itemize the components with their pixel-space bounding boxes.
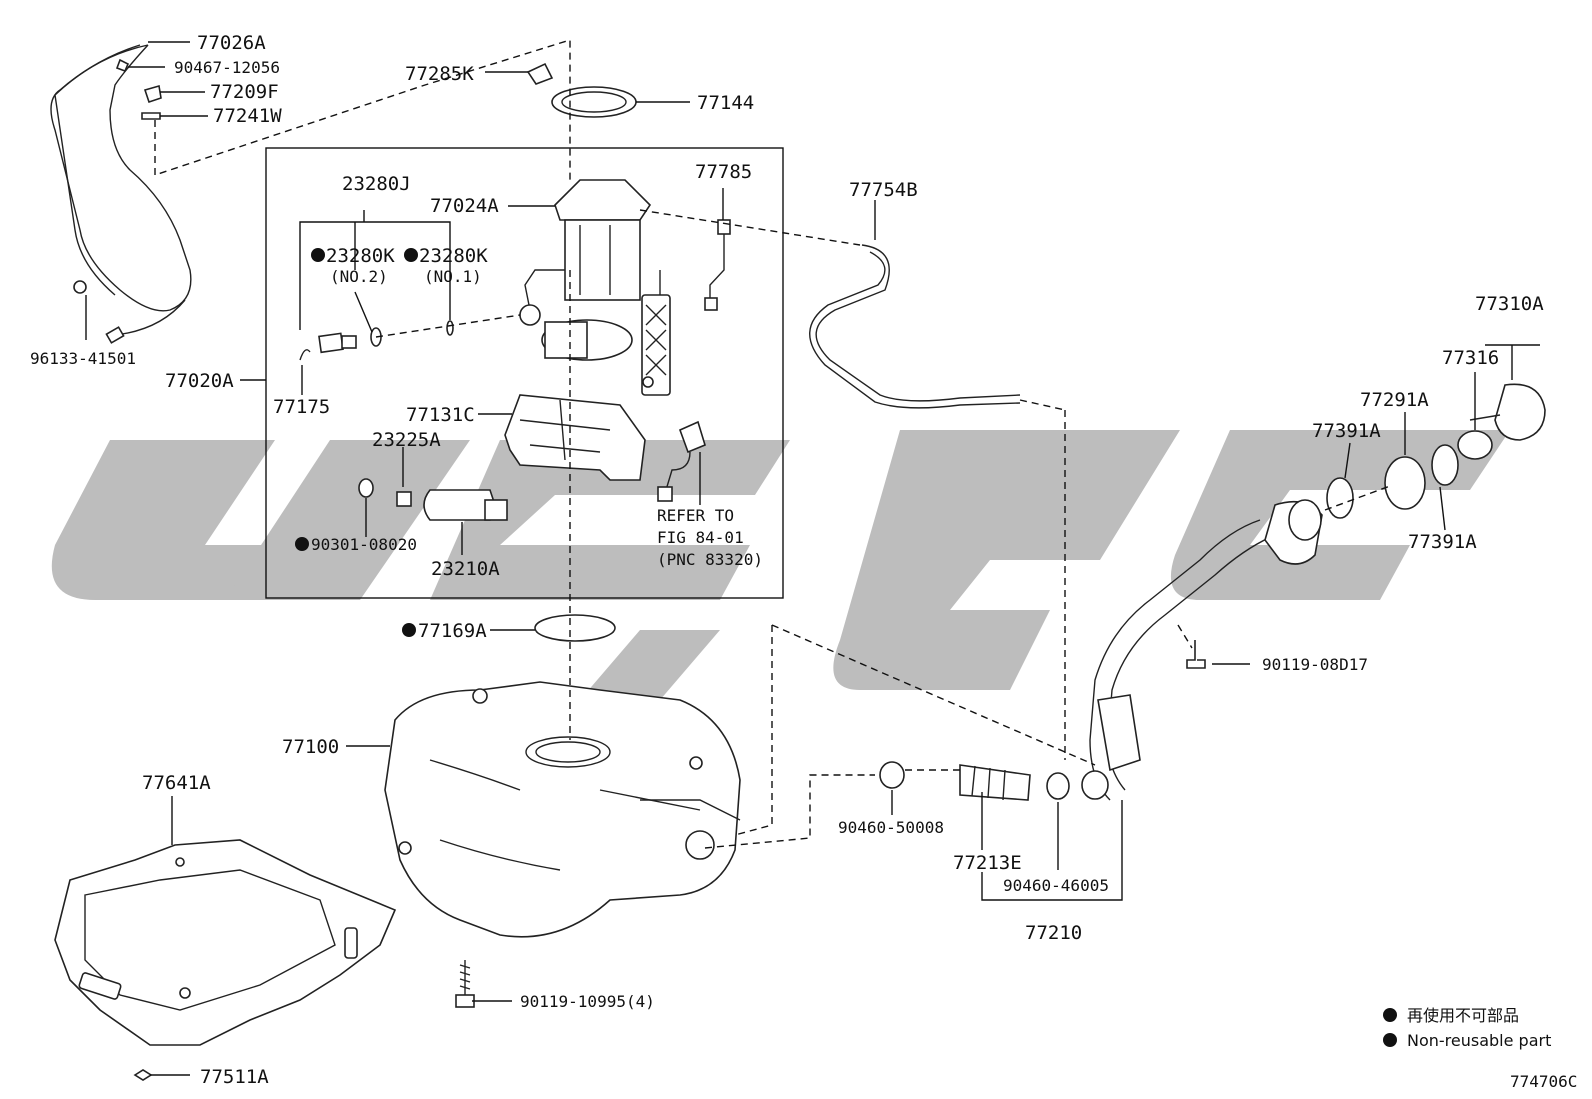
pressure-regulator-23280 bbox=[299, 320, 454, 361]
tank-protector-77641A bbox=[54, 839, 397, 1046]
non-reusable-marker bbox=[311, 248, 325, 262]
fuel-pump-assembly-77024A bbox=[519, 179, 671, 396]
watermark-logo bbox=[51, 430, 1510, 700]
fuel-filter-23210A bbox=[358, 478, 508, 521]
diagram-id: 774706C bbox=[1510, 1072, 1577, 1091]
bolt-90119-08D17 bbox=[1186, 640, 1206, 669]
label-23280K-no1: 23280K bbox=[419, 245, 488, 267]
fuel-tank-77100 bbox=[384, 681, 741, 938]
clamp-90460-50008 bbox=[879, 761, 905, 789]
label-77291A: 77291A bbox=[1360, 389, 1429, 411]
label-77285K: 77285K bbox=[405, 63, 474, 85]
filler-pipe-77210 bbox=[1081, 499, 1323, 801]
label-90460-50008: 90460-50008 bbox=[838, 818, 944, 837]
label-77316: 77316 bbox=[1442, 347, 1499, 369]
label-90460-46005: 90460-46005 bbox=[1003, 876, 1109, 895]
vent-hose-77754B bbox=[809, 244, 1021, 409]
legend: 再使用不可部品 Non-reusable part bbox=[1383, 1006, 1551, 1050]
label-77210: 77210 bbox=[1025, 922, 1082, 944]
label-refer-line2: FIG 84-01 bbox=[657, 528, 744, 547]
gasket-77316 bbox=[1457, 430, 1493, 460]
label-77131C: 77131C bbox=[406, 404, 475, 426]
bolt-90119-10995 bbox=[455, 960, 475, 1008]
label-77785: 77785 bbox=[695, 161, 752, 183]
sender-bracket-77131C bbox=[504, 394, 646, 481]
label-90467-12056: 90467-12056 bbox=[174, 58, 280, 77]
label-23280K-no2-sub: (NO.2) bbox=[330, 267, 388, 286]
label-77511A: 77511A bbox=[200, 1066, 269, 1088]
gasket-77391A-left bbox=[1326, 477, 1354, 519]
non-reusable-marker bbox=[295, 537, 309, 551]
label-23280K-no1-sub: (NO.1) bbox=[424, 267, 482, 286]
label-77020A: 77020A bbox=[165, 370, 234, 392]
legend-marker bbox=[1383, 1033, 1397, 1047]
clamp-90460-46005 bbox=[1046, 772, 1070, 800]
label-77391A-bottom: 77391A bbox=[1408, 531, 1477, 553]
label-90301-08020: 90301-08020 bbox=[311, 535, 417, 554]
wire-harness-77785 bbox=[704, 219, 731, 311]
label-96133-41501: 96133-41501 bbox=[30, 349, 136, 368]
filler-hose-77213E bbox=[959, 764, 1031, 801]
retainer-ring-77144 bbox=[551, 86, 637, 118]
fuel-cap-77310A bbox=[1469, 383, 1546, 441]
non-reusable-marker bbox=[402, 623, 416, 637]
legend-en: Non-reusable part bbox=[1407, 1031, 1551, 1050]
label-77310A: 77310A bbox=[1475, 293, 1544, 315]
label-77209F: 77209F bbox=[210, 81, 279, 103]
sender-unit-ref bbox=[657, 420, 706, 502]
filler-neck-77291A bbox=[1384, 456, 1426, 510]
label-77024A: 77024A bbox=[430, 195, 499, 217]
non-reusable-marker bbox=[404, 248, 418, 262]
label-77754B: 77754B bbox=[849, 179, 918, 201]
label-77026A: 77026A bbox=[197, 32, 266, 54]
gasket-77391A-right bbox=[1431, 444, 1459, 486]
clip-77511A bbox=[133, 1069, 153, 1081]
label-23225A: 23225A bbox=[372, 429, 441, 451]
label-77641A: 77641A bbox=[142, 772, 211, 794]
label-90119-08D17: 90119-08D17 bbox=[1262, 655, 1368, 674]
breather-tube-77026A bbox=[50, 44, 192, 344]
label-23280J: 23280J bbox=[342, 173, 411, 195]
gasket-77169A bbox=[534, 614, 616, 642]
legend-jp: 再使用不可部品 bbox=[1407, 1006, 1519, 1025]
label-77175: 77175 bbox=[273, 396, 330, 418]
label-23210A: 23210A bbox=[431, 558, 500, 580]
label-refer-line3: (PNC 83320) bbox=[657, 550, 763, 569]
leader-lines bbox=[85, 41, 1540, 1076]
label-77100: 77100 bbox=[282, 736, 339, 758]
label-77241W: 77241W bbox=[213, 105, 282, 127]
label-90119-10995: 90119-10995(4) bbox=[520, 992, 655, 1011]
label-77391A-top: 77391A bbox=[1312, 420, 1381, 442]
dashed-guides bbox=[154, 39, 1391, 849]
label-77144: 77144 bbox=[697, 92, 754, 114]
label-refer-line1: REFER TO bbox=[657, 506, 734, 525]
pump-assembly-frame bbox=[265, 147, 784, 599]
label-23280K-no2: 23280K bbox=[326, 245, 395, 267]
label-77169A: 77169A bbox=[418, 620, 487, 642]
clip-77285K bbox=[526, 62, 554, 85]
label-77213E: 77213E bbox=[953, 852, 1022, 874]
legend-marker bbox=[1383, 1008, 1397, 1022]
